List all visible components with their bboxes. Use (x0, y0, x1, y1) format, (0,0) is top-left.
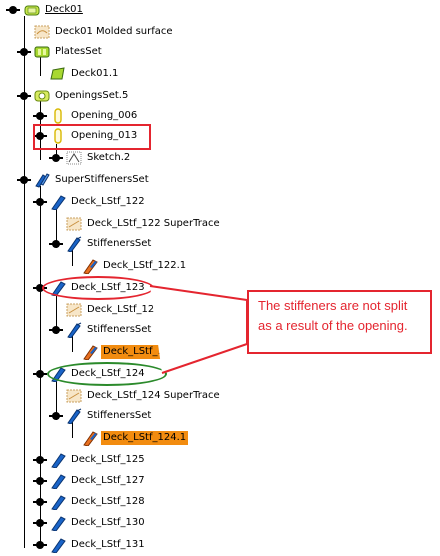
tree-label[interactable]: Sketch.2 (87, 152, 131, 163)
opening-highlight-box (33, 124, 151, 150)
expand-toggle[interactable] (33, 456, 47, 464)
expand-toggle[interactable] (33, 498, 47, 506)
tree-node-opening-006[interactable]: Opening_006 (33, 108, 139, 124)
tree-node-lstf-124-1[interactable]: Deck_LStf_124.1 (82, 430, 189, 447)
tree-label-selected[interactable]: Deck_LStf_123.1 (101, 345, 189, 359)
collapse-toggle[interactable] (49, 326, 63, 334)
tree-node-stiffeners-set-122[interactable]: StiffenersSet (49, 236, 153, 253)
tree-node-lstf-130[interactable]: Deck_LStf_130 (33, 515, 147, 532)
tree-node-openings-set[interactable]: OpeningsSet.5 (17, 88, 130, 104)
collapse-toggle[interactable] (33, 198, 47, 206)
stiffeners-set-icon (66, 408, 82, 425)
stiffeners-set-icon (66, 322, 82, 339)
collapse-toggle[interactable] (17, 176, 31, 184)
collapse-toggle[interactable] (17, 92, 31, 100)
tree-label[interactable]: StiffenersSet (87, 324, 152, 335)
tree-node-opening-013[interactable]: Opening_013 (33, 128, 139, 144)
tree-node-lstf-122-trace[interactable]: Deck_LStf_122 SuperTrace (66, 216, 222, 232)
stiffeners-set-icon (66, 236, 82, 253)
tree-node-molded-surface[interactable]: Deck01 Molded surface (34, 24, 175, 40)
opening-icon (50, 128, 66, 144)
super-stiffeners-icon (34, 172, 50, 188)
expand-toggle[interactable] (33, 541, 47, 549)
stiffener-icon (50, 537, 66, 554)
annotation-callout: The stiffeners are not split as a result… (247, 290, 432, 354)
tree-label[interactable]: Deck_LStf_122.1 (103, 260, 187, 271)
callout-line-2: as a result of the opening. (258, 318, 408, 333)
tree-node-lstf-131[interactable]: Deck_LStf_131 (33, 537, 147, 554)
tree-label[interactable]: StiffenersSet (87, 238, 152, 249)
tree-node-lstf-123-trace[interactable]: Deck_LStf_123 SuperTrace (66, 302, 222, 318)
tree-label[interactable]: Deck01.1 (71, 68, 119, 79)
tree-node-lstf-125[interactable]: Deck_LStf_125 (33, 452, 147, 469)
tree-node-lstf-122-1[interactable]: Deck_LStf_122.1 (82, 258, 188, 275)
tree-label[interactable]: Deck_LStf_122 (71, 196, 145, 207)
tree-node-deck01[interactable]: Deck01 (6, 2, 85, 18)
tree-node-stiffeners-set-123[interactable]: StiffenersSet (49, 322, 153, 339)
plates-set-icon (34, 44, 50, 60)
opening-icon (50, 108, 66, 124)
stiffener-part-icon (82, 430, 98, 447)
stiffener-icon (50, 194, 66, 211)
collapse-toggle[interactable] (33, 112, 47, 120)
stiffener-icon (50, 515, 66, 532)
tree-label[interactable]: OpeningsSet.5 (55, 90, 129, 101)
plate-icon (50, 66, 66, 82)
collapse-toggle[interactable] (6, 6, 20, 14)
tree-label[interactable]: Opening_013 (71, 130, 138, 141)
tree-node-deck01-1[interactable]: Deck01.1 (50, 66, 120, 82)
expand-toggle[interactable] (33, 519, 47, 527)
supertrace-icon (66, 216, 82, 232)
collapse-toggle[interactable] (49, 412, 63, 420)
stiffener-icon (50, 494, 66, 511)
stiffener-part-icon (82, 344, 98, 361)
red-ellipse-annotation (42, 276, 154, 300)
collapse-toggle[interactable] (17, 48, 31, 56)
tree-node-lstf-124-trace[interactable]: Deck_LStf_124 SuperTrace (66, 388, 222, 404)
supertrace-icon (66, 388, 82, 404)
tree-label-selected[interactable]: Deck_LStf_124.1 (101, 431, 189, 445)
tree-node-plates-set[interactable]: PlatesSet (17, 44, 104, 60)
stiffener-part-icon (82, 258, 98, 275)
tree-label[interactable]: Deck01 (45, 4, 83, 15)
tree-node-lstf-123-1[interactable]: Deck_LStf_123.1 (82, 344, 189, 361)
surface-icon (34, 24, 50, 40)
tree-label[interactable]: SuperStiffenersSet (55, 174, 149, 185)
tree-label[interactable]: Deck_LStf_122 SuperTrace (87, 218, 220, 229)
tree-label[interactable]: Deck01 Molded surface (55, 26, 173, 37)
stiffener-icon (50, 452, 66, 469)
tree-node-lstf-127[interactable]: Deck_LStf_127 (33, 473, 147, 490)
sketch-icon (66, 150, 82, 166)
stiffener-icon (50, 473, 66, 490)
collapse-toggle[interactable] (33, 284, 47, 292)
collapse-toggle[interactable] (49, 154, 63, 162)
green-ellipse-annotation (47, 362, 167, 386)
tree-label[interactable]: Deck_LStf_127 (71, 475, 145, 486)
deck-icon (24, 2, 40, 18)
collapse-toggle[interactable] (49, 240, 63, 248)
collapse-toggle[interactable] (33, 132, 47, 140)
callout-line-1: The stiffeners are not split (258, 298, 408, 313)
tree-node-stiffeners-set-124[interactable]: StiffenersSet (49, 408, 153, 425)
tree-label[interactable]: Deck_LStf_130 (71, 517, 145, 528)
tree-label[interactable]: StiffenersSet (87, 410, 152, 421)
tree-node-super-stiffeners-set[interactable]: SuperStiffenersSet (17, 172, 151, 188)
tree-label[interactable]: Deck_LStf_123 SuperTrace (87, 304, 220, 315)
tree-node-lstf-122[interactable]: Deck_LStf_122 (33, 194, 147, 211)
collapse-toggle[interactable] (33, 370, 47, 378)
tree-label[interactable]: Deck_LStf_124 SuperTrace (87, 390, 220, 401)
tree-node-lstf-128[interactable]: Deck_LStf_128 (33, 494, 147, 511)
supertrace-icon (66, 302, 82, 318)
tree-node-sketch2[interactable]: Sketch.2 (49, 150, 132, 166)
tree-label[interactable]: Opening_006 (71, 110, 138, 121)
openings-set-icon (34, 88, 50, 104)
tree-label[interactable]: Deck_LStf_125 (71, 454, 145, 465)
expand-toggle[interactable] (33, 477, 47, 485)
tree-label[interactable]: PlatesSet (55, 46, 102, 57)
tree-label[interactable]: Deck_LStf_128 (71, 496, 145, 507)
tree-label[interactable]: Deck_LStf_131 (71, 539, 145, 550)
